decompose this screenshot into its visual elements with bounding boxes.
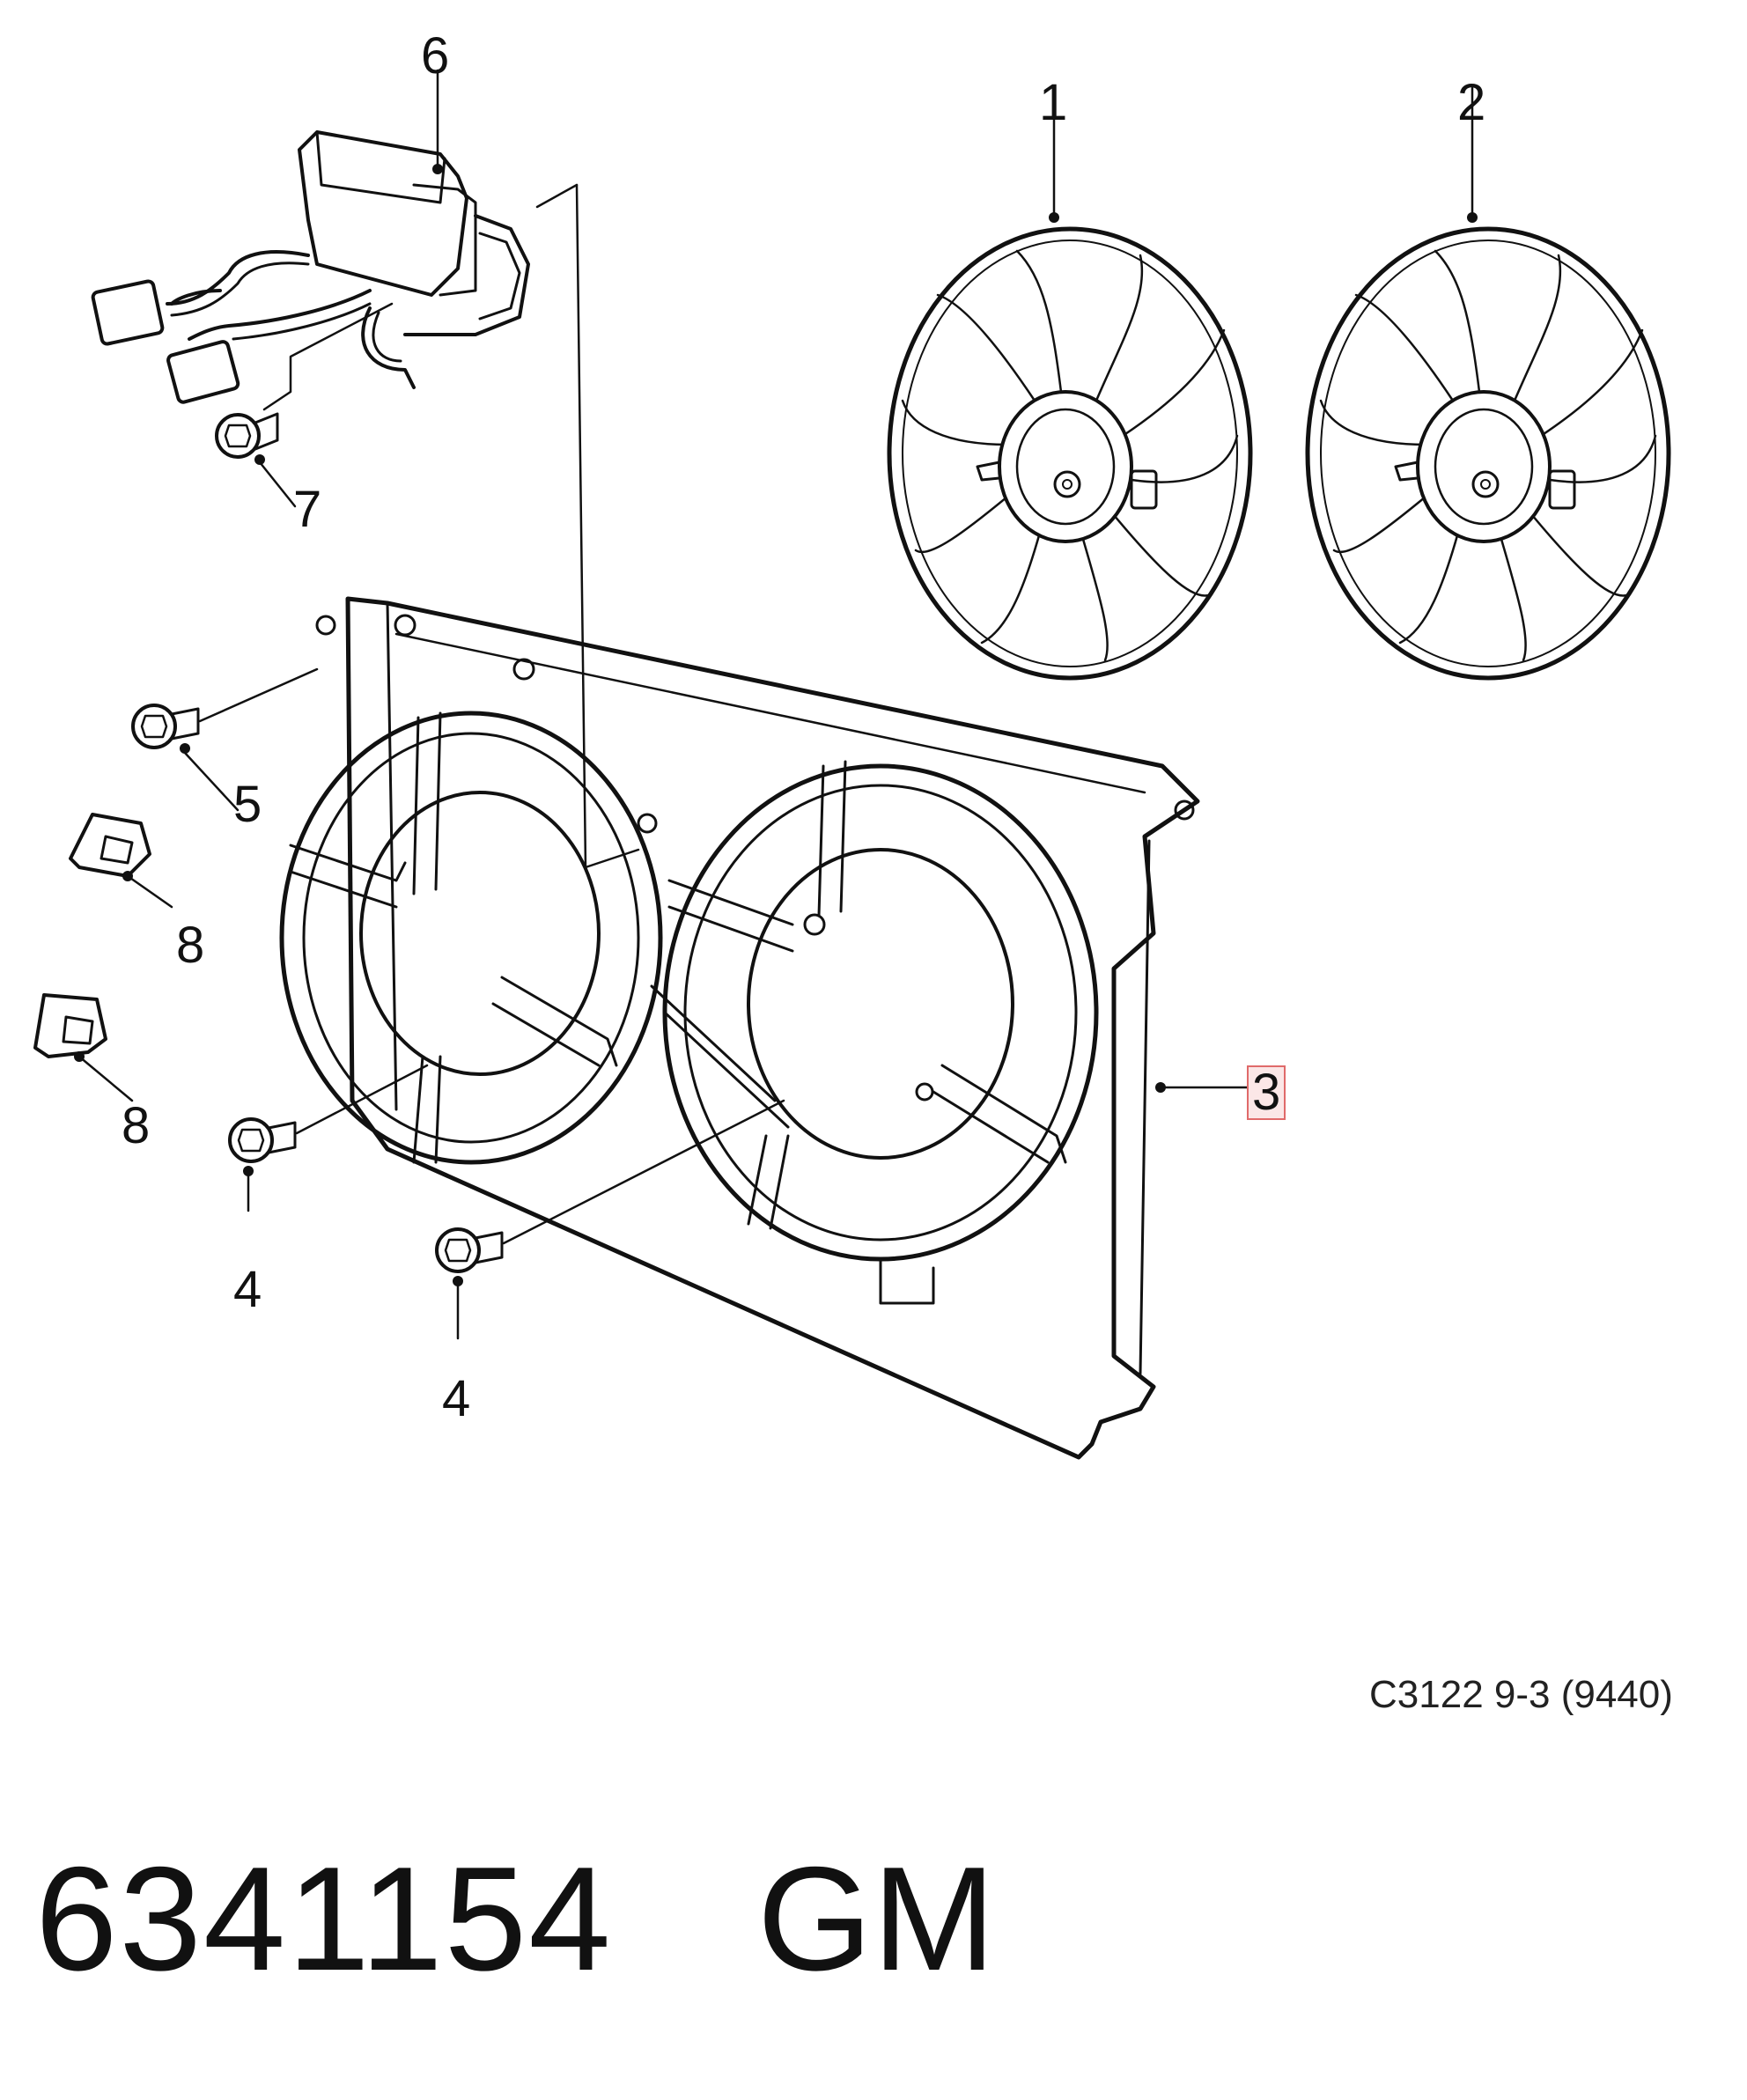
screw-4a-drawing (228, 1064, 429, 1163)
fan-2-drawing (1305, 226, 1671, 681)
callout-2: 2 (1457, 74, 1486, 131)
callout-6: 6 (421, 27, 450, 85)
callout-1: 1 (1039, 74, 1068, 131)
clip-8a-drawing (69, 813, 151, 878)
clip-8b-drawing (33, 993, 107, 1058)
callout-8b: 8 (122, 1097, 151, 1154)
brand-name: GM (757, 1836, 996, 2001)
callout-5: 5 (233, 776, 262, 833)
callout-3: 3 (1247, 1065, 1286, 1120)
fan-shroud-drawing (279, 596, 1200, 1460)
part-number: 6341154 (35, 1836, 613, 2001)
screw-4b-drawing (435, 1099, 785, 1273)
callout-4a: 4 (233, 1261, 262, 1318)
leader-lines (77, 69, 1474, 1340)
wiring-harness-drawing (91, 130, 640, 869)
leader-dots (74, 164, 1478, 1286)
exploded-parts-diagram (33, 69, 1671, 1460)
callout-7: 7 (293, 481, 322, 538)
callout-8a: 8 (176, 917, 205, 974)
callout-4b: 4 (442, 1370, 471, 1427)
screw-5-drawing (131, 667, 319, 749)
drawing-code: C3122 9-3 (9440) (1369, 1673, 1673, 1716)
fan-1-drawing (887, 226, 1253, 681)
